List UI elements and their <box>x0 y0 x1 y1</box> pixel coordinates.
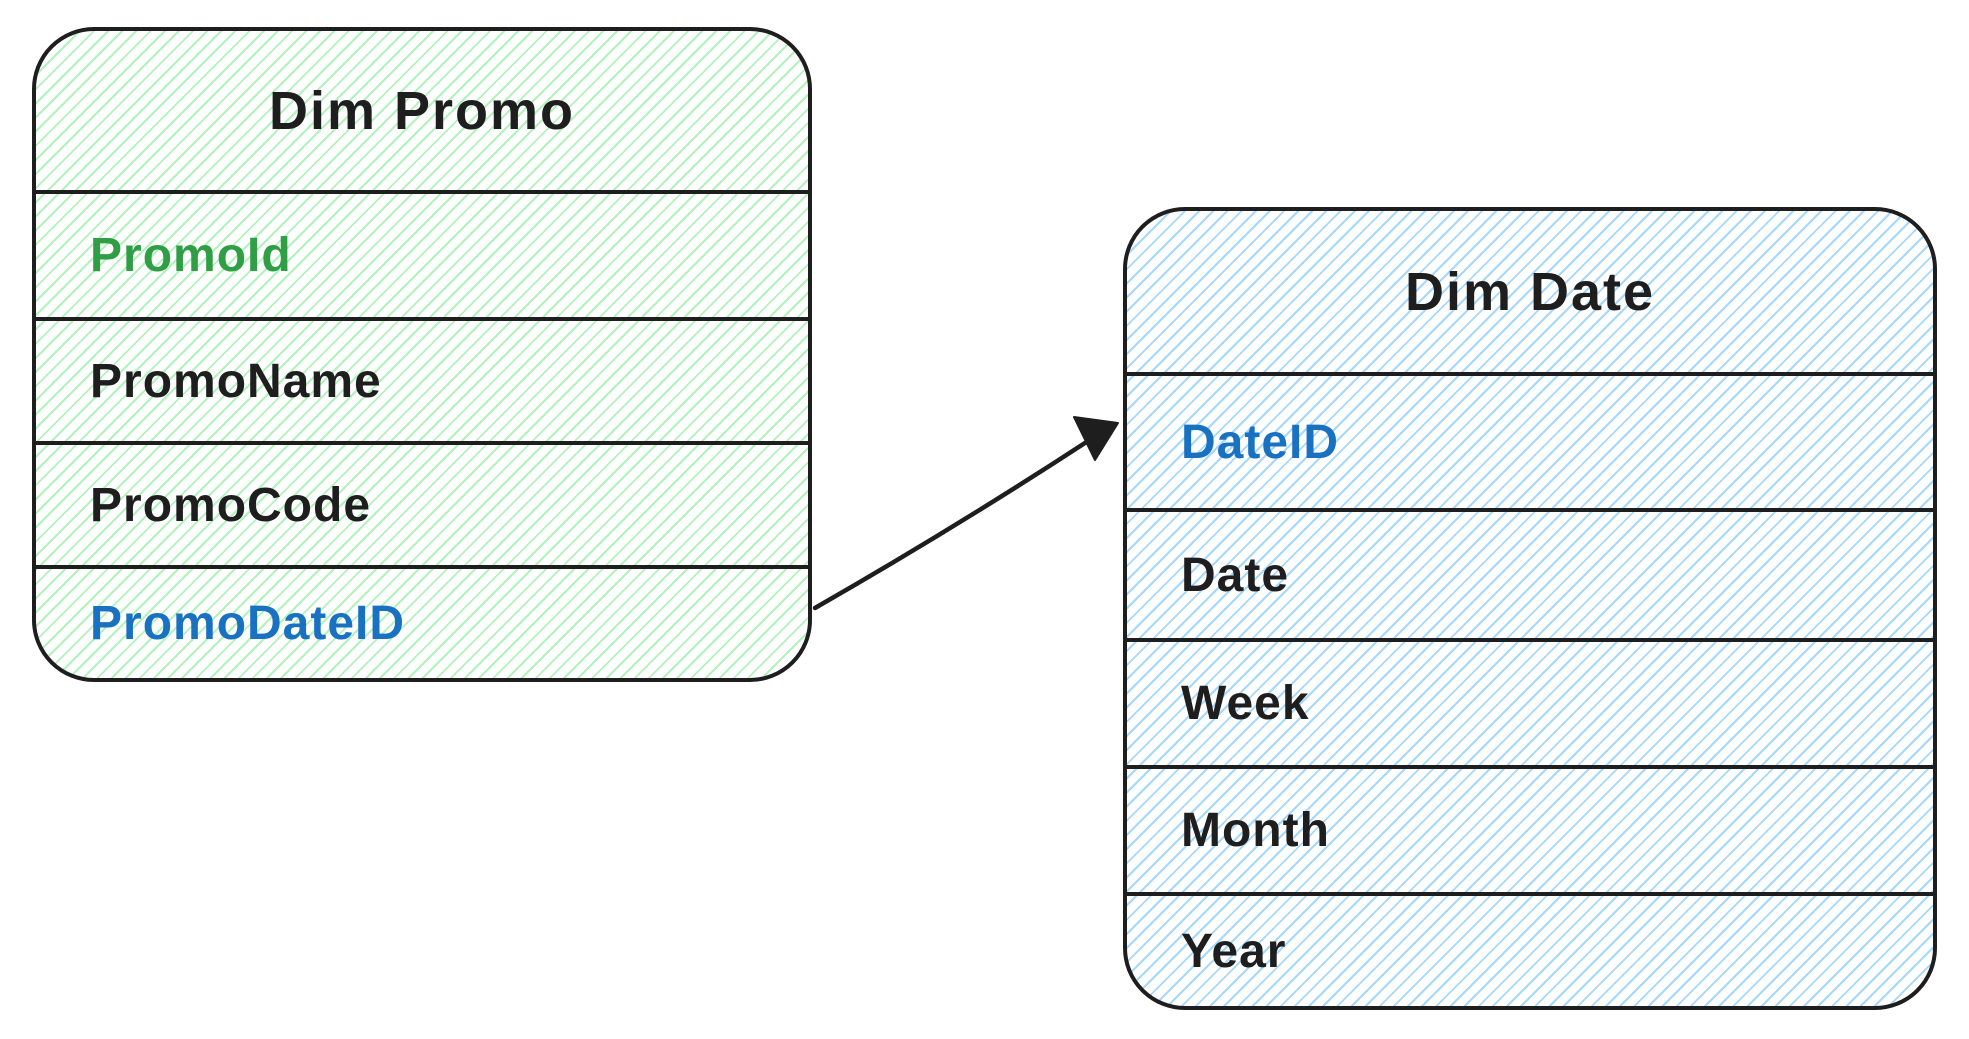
dim-promo-row-promocode: PromoCode <box>36 441 808 565</box>
relationship-arrow-line <box>812 438 1091 611</box>
dim-date-title-row: Dim Date <box>1127 211 1933 372</box>
dim-date-row-dateid: DateID <box>1127 372 1933 508</box>
field-label-promoid: PromoId <box>90 229 292 282</box>
dim-promo-row-promoid: PromoId <box>36 190 808 317</box>
field-label-month: Month <box>1181 804 1330 857</box>
entity-table-dim-date: Dim Date DateID Date Week Month Year <box>1123 207 1937 1010</box>
field-label-week: Week <box>1181 677 1310 730</box>
relationship-arrowhead-icon <box>1073 416 1119 461</box>
field-label-promocode: PromoCode <box>90 478 372 532</box>
field-label-dateid: DateID <box>1181 415 1340 469</box>
field-label-promoname: PromoName <box>90 354 382 408</box>
dim-date-row-week: Week <box>1127 638 1933 765</box>
dim-promo-row-promoname: PromoName <box>36 317 808 441</box>
dim-promo-title-row: Dim Promo <box>36 31 808 190</box>
dim-date-row-year: Year <box>1127 892 1933 1006</box>
dim-date-row-date: Date <box>1127 508 1933 638</box>
dim-date-title: Dim Date <box>1404 261 1656 322</box>
dim-promo-title: Dim Promo <box>268 80 576 141</box>
dim-date-row-month: Month <box>1127 765 1933 892</box>
field-label-date: Date <box>1181 548 1290 602</box>
field-label-promodateid: PromoDateID <box>90 597 406 650</box>
field-label-year: Year <box>1181 924 1287 978</box>
entity-table-dim-promo: Dim Promo PromoId PromoName PromoCode Pr… <box>32 27 812 682</box>
dim-promo-row-promodateid: PromoDateID <box>36 565 808 678</box>
